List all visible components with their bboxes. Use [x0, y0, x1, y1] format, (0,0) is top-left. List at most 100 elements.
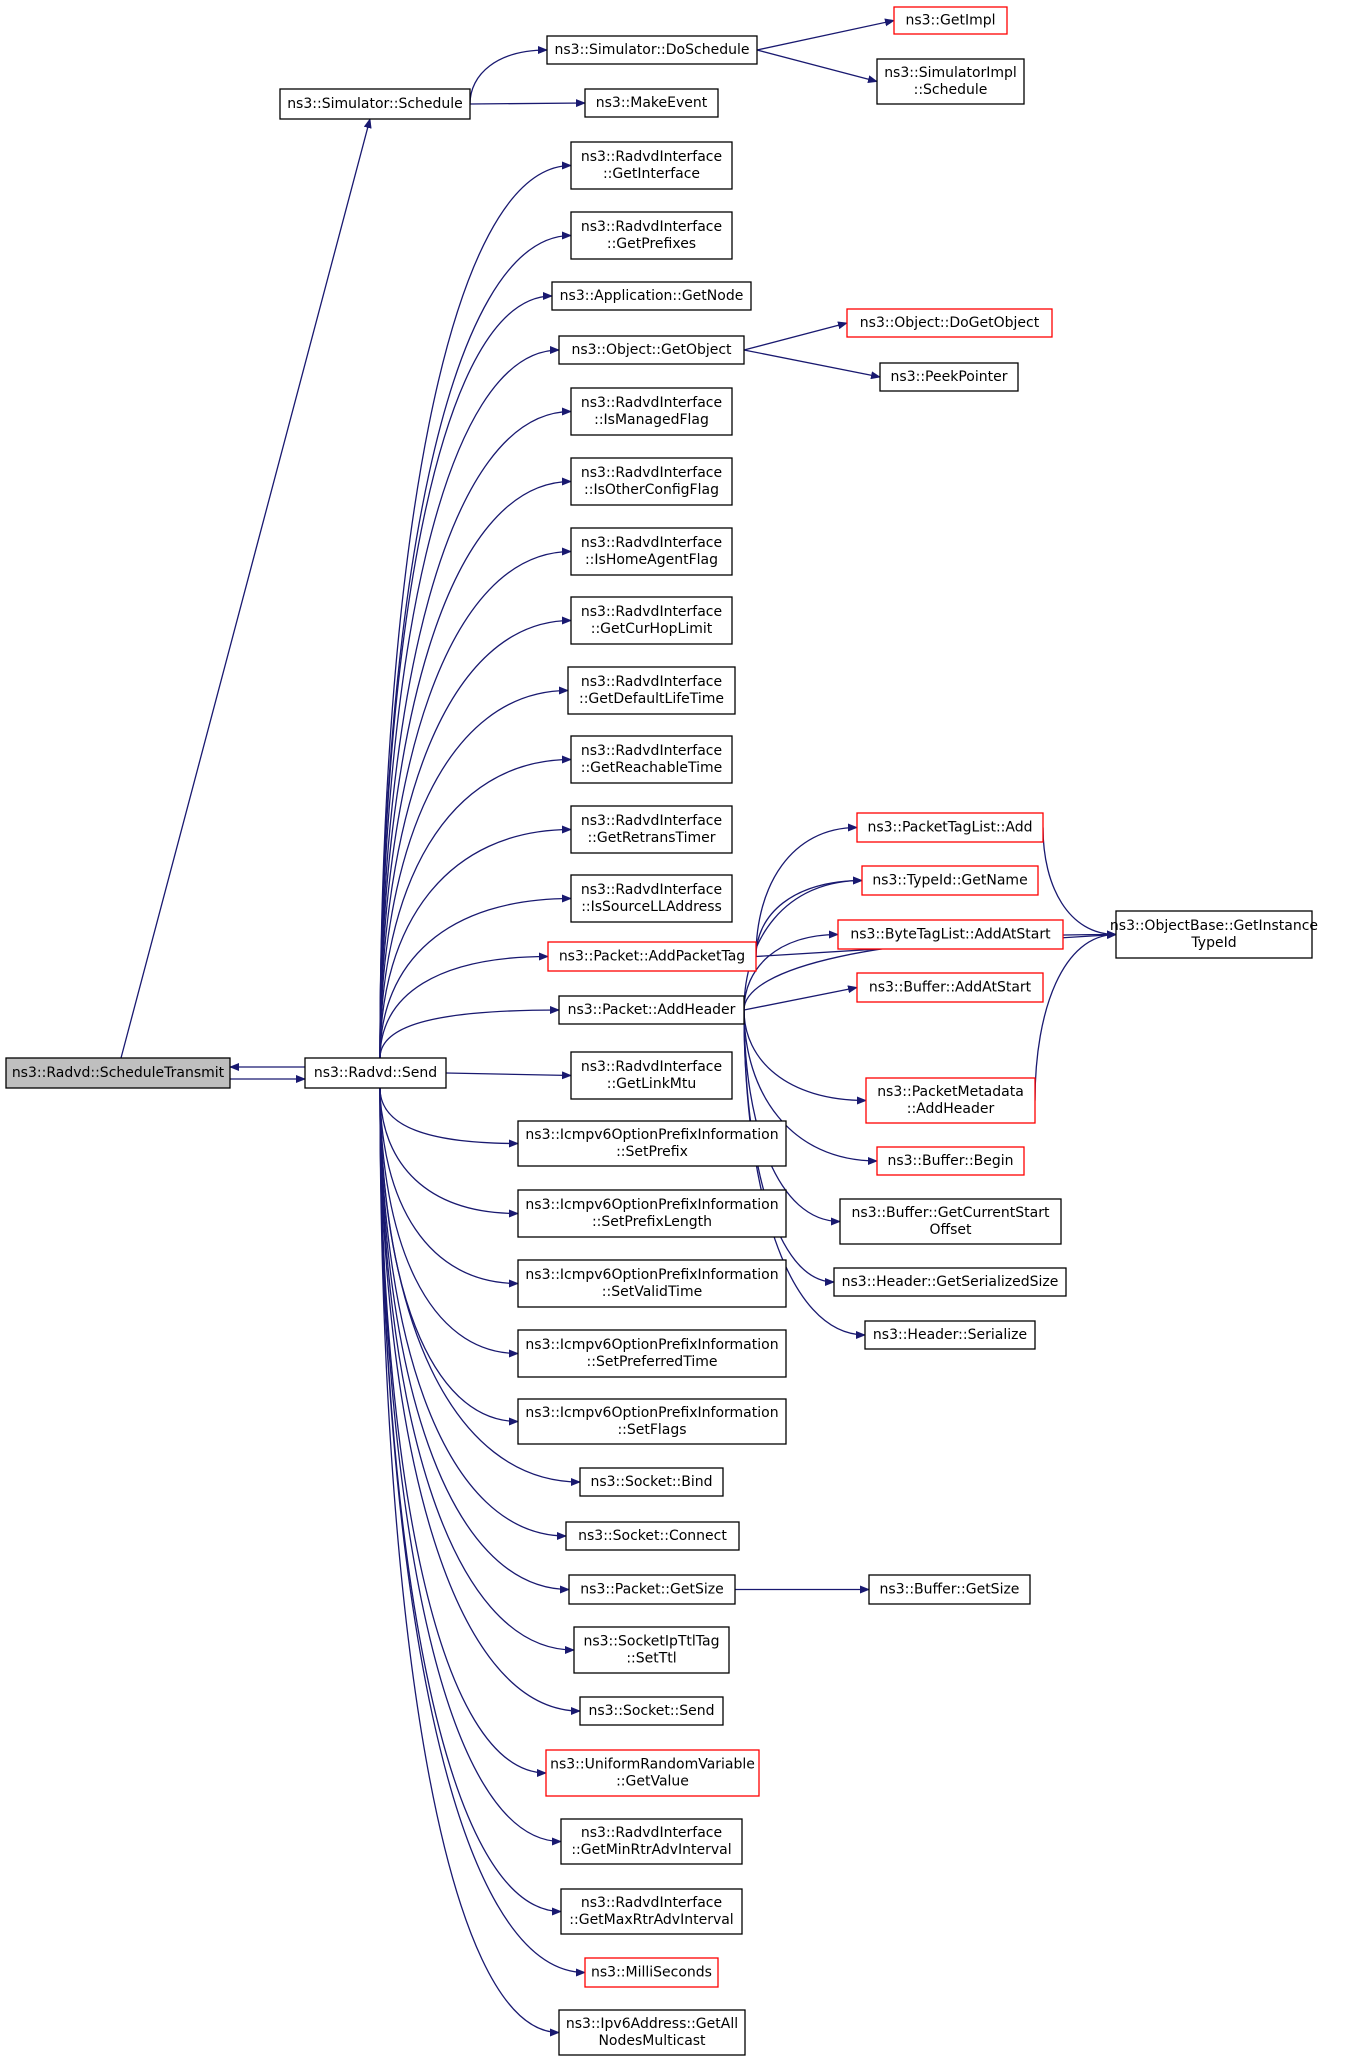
node-simulator-schedule[interactable]: ns3::Simulator::Schedule [279, 88, 471, 120]
node-simulatorimpl-schedule[interactable]: ns3::SimulatorImpl::Schedule [876, 58, 1025, 105]
node-makeevent[interactable]: ns3::MakeEvent [584, 88, 719, 118]
node-box [558, 335, 745, 365]
node-buffer-addatstart[interactable]: ns3::Buffer::AddAtStart [856, 972, 1044, 1003]
node-label: ns3::Buffer::GetSize [880, 1582, 1020, 1598]
node-label: ns3::Buffer::GetCurrentStart [852, 1205, 1050, 1221]
node-setprefix[interactable]: ns3::Icmpv6OptionPrefixInformation::SetP… [517, 1120, 787, 1167]
node-issourcelladdress[interactable]: ns3::RadvdInterface::IsSourceLLAddress [570, 874, 733, 923]
node-label: ::Schedule [914, 82, 988, 98]
node-packettaglist-add[interactable]: ns3::PacketTagList::Add [856, 812, 1044, 843]
node-socket-connect[interactable]: ns3::Socket::Connect [565, 1521, 740, 1551]
node-application-getnode[interactable]: ns3::Application::GetNode [551, 281, 752, 311]
node-label: ns3::Simulator::DoSchedule [555, 42, 750, 58]
node-header-serialize[interactable]: ns3::Header::Serialize [864, 1320, 1036, 1350]
node-label: ns3::RadvdInterface [581, 1059, 722, 1075]
node-label: ns3::Icmpv6OptionPrefixInformation [525, 1267, 778, 1283]
node-getprefixes[interactable]: ns3::RadvdInterface::GetPrefixes [570, 211, 733, 260]
node-peekpointer[interactable]: ns3::PeekPointer [879, 362, 1019, 392]
node-getlinkmtu[interactable]: ns3::RadvdInterface::GetLinkMtu [570, 1051, 733, 1100]
node-getdefaultlifetime[interactable]: ns3::RadvdInterface::GetDefaultLifeTime [567, 666, 736, 715]
node-box [864, 1320, 1036, 1350]
node-ismanagedflag[interactable]: ns3::RadvdInterface::IsManagedFlag [570, 387, 733, 436]
node-label: ns3::RadvdInterface [581, 465, 722, 481]
edge-radvd-send-to-socket-send [379, 1087, 581, 1715]
node-label: TypeId [1190, 935, 1236, 951]
node-socketipttltag-setttl[interactable]: ns3::SocketIpTtlTag::SetTtl [573, 1626, 730, 1674]
node-getinterface[interactable]: ns3::RadvdInterface::GetInterface [570, 141, 733, 190]
node-getretranstimer[interactable]: ns3::RadvdInterface::GetRetransTimer [570, 805, 733, 854]
node-label: ns3::RadvdInterface [581, 743, 722, 759]
node-socket-send[interactable]: ns3::Socket::Send [579, 1696, 724, 1726]
node-box [546, 35, 758, 65]
edge-packet-addpackettag-to-packettaglist-add [755, 823, 858, 957]
node-label: ::IsManagedFlag [594, 412, 709, 428]
node-box [517, 1189, 787, 1238]
node-schedule-transmit[interactable]: ns3::Radvd::ScheduleTransmit [5, 1057, 231, 1089]
node-setflags[interactable]: ns3::Icmpv6OptionPrefixInformation::SetF… [517, 1398, 787, 1445]
node-isotherconfigflag[interactable]: ns3::RadvdInterface::IsOtherConfigFlag [570, 457, 733, 506]
node-box [856, 972, 1044, 1003]
edge-object-getobject-to-peekpointer [743, 349, 881, 380]
node-box [1115, 910, 1313, 959]
node-packet-addpackettag[interactable]: ns3::Packet::AddPacketTag [547, 941, 757, 972]
node-ishomeagentflag[interactable]: ns3::RadvdInterface::IsHomeAgentFlag [570, 527, 733, 576]
node-getimpl[interactable]: ns3::GetImpl [893, 6, 1008, 35]
node-label: ns3::MakeEvent [596, 95, 708, 111]
node-getcurhoplimit[interactable]: ns3::RadvdInterface::GetCurHopLimit [570, 596, 733, 645]
node-getreachabletime[interactable]: ns3::RadvdInterface::GetReachableTime [570, 735, 733, 784]
node-box [558, 2009, 746, 2056]
node-buffer-getsize[interactable]: ns3::Buffer::GetSize [868, 1574, 1031, 1605]
node-box [876, 58, 1025, 105]
node-getminrtradvinterval[interactable]: ns3::RadvdInterface::GetMinRtrAdvInterva… [560, 1818, 743, 1865]
node-packet-addheader[interactable]: ns3::Packet::AddHeader [558, 995, 745, 1025]
node-box [833, 1267, 1067, 1297]
node-packet-getsize[interactable]: ns3::Packet::GetSize [568, 1574, 736, 1605]
node-box [579, 1467, 724, 1497]
node-setprefixlength[interactable]: ns3::Icmpv6OptionPrefixInformation::SetP… [517, 1189, 787, 1238]
edge-radvd-send-to-setprefix [379, 1087, 519, 1148]
node-box [839, 1198, 1062, 1245]
node-box [547, 941, 757, 972]
node-bytetaglist-addatstart[interactable]: ns3::ByteTagList::AddAtStart [837, 919, 1064, 950]
node-setvalidtime[interactable]: ns3::Icmpv6OptionPrefixInformation::SetV… [517, 1259, 787, 1308]
node-milliseconds[interactable]: ns3::MilliSeconds [584, 1957, 719, 1988]
node-box [579, 1696, 724, 1726]
node-box [570, 1051, 733, 1100]
node-box [570, 596, 733, 645]
node-label: ns3::Packet::AddPacketTag [559, 949, 745, 965]
node-box [568, 1574, 736, 1605]
node-setpreferredtime[interactable]: ns3::Icmpv6OptionPrefixInformation::SetP… [517, 1329, 787, 1378]
node-label: ::GetValue [616, 1774, 689, 1790]
node-packetmetadata-addheader[interactable]: ns3::PacketMetadata::AddHeader [865, 1077, 1036, 1124]
node-getmaxrtradvinterval[interactable]: ns3::RadvdInterface::GetMaxRtrAdvInterva… [560, 1888, 743, 1935]
node-box [570, 805, 733, 854]
node-socket-bind[interactable]: ns3::Socket::Bind [579, 1467, 724, 1497]
node-label: ::SetPrefix [616, 1144, 688, 1160]
node-label: ns3::RadvdInterface [581, 535, 722, 551]
edge-packet-addheader-to-packetmetadata-addheader [743, 1009, 867, 1105]
node-box [545, 1749, 760, 1797]
node-label: ::SetPreferredTime [587, 1354, 718, 1370]
node-label: ns3::Object::GetObject [571, 342, 732, 358]
edge-radvd-send-to-ismanagedflag [379, 407, 572, 1059]
node-box [558, 995, 745, 1025]
node-typeid-getname[interactable]: ns3::TypeId::GetName [861, 865, 1039, 896]
node-box [865, 1077, 1036, 1124]
node-label: ::IsHomeAgentFlag [585, 552, 718, 568]
node-label: ns3::SocketIpTtlTag [583, 1634, 719, 1650]
node-buffer-begin[interactable]: ns3::Buffer::Begin [876, 1146, 1025, 1176]
node-header-getserializedsize[interactable]: ns3::Header::GetSerializedSize [833, 1267, 1067, 1297]
node-label: ::SetFlags [617, 1422, 686, 1438]
node-label: ns3::Radvd::ScheduleTransmit [12, 1065, 225, 1081]
node-object-dogetobject[interactable]: ns3::Object::DoGetObject [846, 308, 1053, 338]
node-box [517, 1259, 787, 1308]
node-label: ns3::RadvdInterface [581, 149, 722, 165]
node-simulator-doschedule[interactable]: ns3::Simulator::DoSchedule [546, 35, 758, 65]
node-radvd-send[interactable]: ns3::Radvd::Send [304, 1057, 447, 1089]
node-object-getobject[interactable]: ns3::Object::GetObject [558, 335, 745, 365]
node-uniformrandomvariable-getvalue[interactable]: ns3::UniformRandomVariable::GetValue [545, 1749, 760, 1797]
edge-radvd-send-to-issourcelladdress [379, 894, 572, 1059]
